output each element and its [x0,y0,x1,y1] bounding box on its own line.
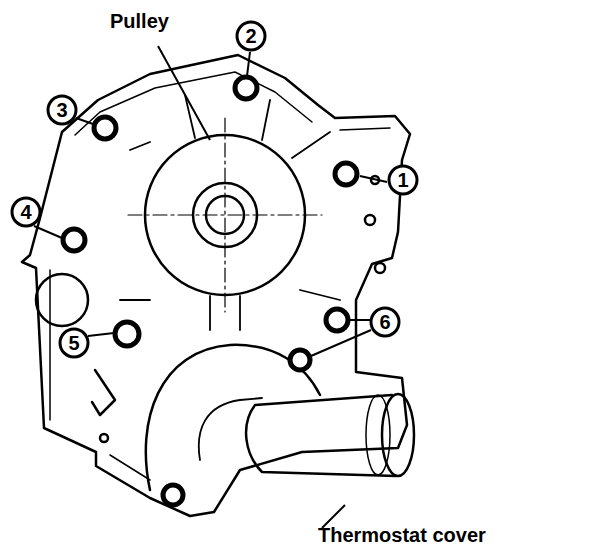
bolt [163,485,183,505]
bolt [94,117,116,139]
bolt [235,77,257,99]
callout-ring [389,166,417,194]
leader-line [34,226,62,238]
callout-number: 2 [245,26,256,46]
hole [100,434,108,442]
leader-line [311,320,371,356]
callout-circle: 4 [10,196,42,228]
pump-housing [22,55,410,516]
callout-circle: 3 [46,94,78,126]
leader-line [158,46,210,140]
elbow [146,345,320,490]
housing-ribs [120,95,340,330]
callout-number: 5 [68,333,79,353]
flange-line [50,72,390,480]
bolt [115,322,139,346]
hole [375,263,385,273]
outlet-tube [246,395,396,476]
center-lines [128,118,322,312]
part-label: Thermostat cover [318,524,486,546]
hole [365,215,375,225]
callout-number: 4 [20,202,31,222]
bolt [290,350,310,370]
leader-line [88,333,114,336]
bolt [335,163,357,185]
callout-ring [48,96,76,124]
left-boss [36,274,88,326]
left-boss-arm [92,370,115,415]
bolt [326,309,348,331]
callout-ring [371,308,399,336]
callout-circle: 2 [235,20,267,52]
callout-ring [60,329,88,357]
callout-circle: 5 [58,327,90,359]
callout-circle: 6 [369,306,401,338]
callout-number: 3 [56,100,67,120]
bolt [63,229,85,251]
callout-ring [237,22,265,50]
callout-number: 1 [397,170,408,190]
leader-line [76,118,93,124]
callout-ring [12,198,40,226]
callout-number: 6 [379,312,390,332]
part-label: Pulley [110,10,169,32]
outlet-bead [366,395,390,475]
leader-line [247,52,250,76]
leader-line [360,176,387,182]
callout-circle: 1 [387,164,419,196]
